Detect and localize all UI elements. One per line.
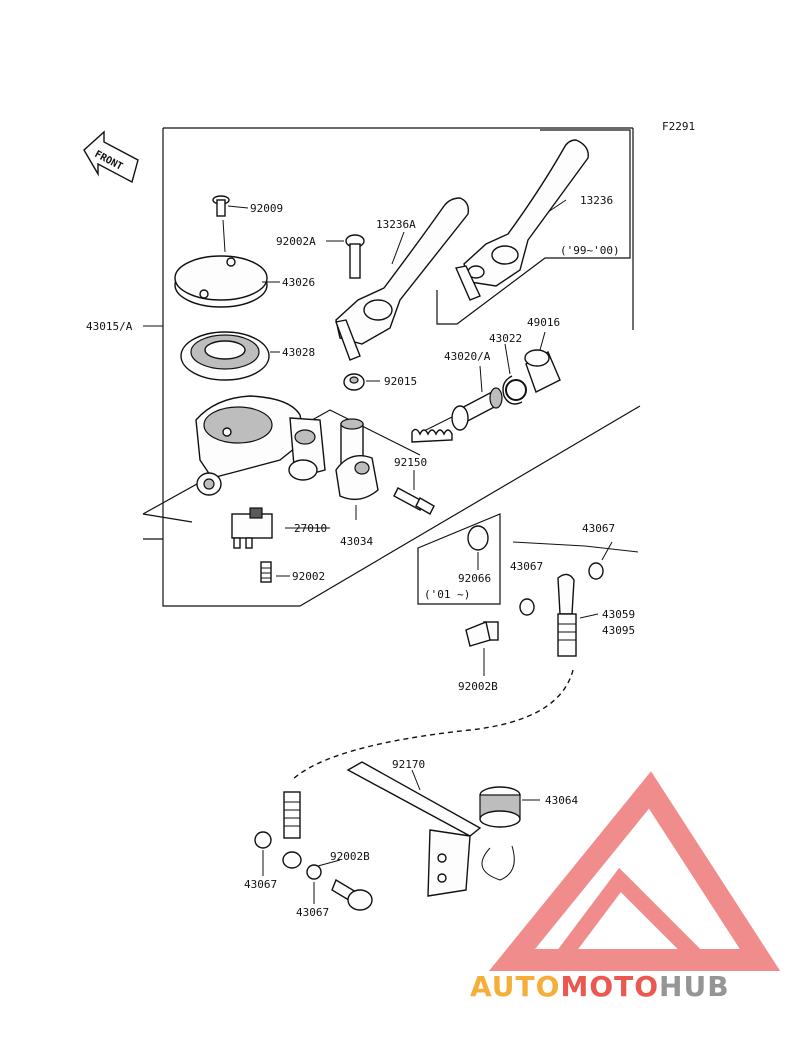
front-arrow: FRONT bbox=[83, 130, 139, 184]
piston-assembly bbox=[411, 387, 503, 443]
label-43028: 43028 bbox=[282, 346, 315, 359]
label-13236: 13236 bbox=[580, 194, 613, 207]
label-92002A: 92002A bbox=[276, 235, 316, 248]
brake-switch bbox=[231, 507, 273, 549]
master-cylinder-body bbox=[195, 395, 326, 496]
reservoir-subframe bbox=[417, 513, 501, 605]
brake-hose bbox=[291, 562, 604, 781]
circlip bbox=[502, 375, 527, 405]
label-43067-c: 43067 bbox=[244, 878, 277, 891]
figure-code: F2291 bbox=[662, 120, 695, 133]
lever-13236 bbox=[455, 139, 589, 301]
lower-fittings bbox=[254, 791, 373, 911]
label-92002B: 92002B bbox=[458, 680, 498, 693]
label-92009: 92009 bbox=[250, 202, 283, 215]
note-01: ('01 ~) bbox=[424, 588, 470, 601]
label-92015: 92015 bbox=[384, 375, 417, 388]
label-92170: 92170 bbox=[392, 758, 425, 771]
nut-92015 bbox=[343, 373, 365, 391]
grommet bbox=[479, 786, 521, 881]
lever-subframe bbox=[436, 129, 631, 325]
reservoir-cap bbox=[174, 255, 268, 308]
dust-boot bbox=[524, 349, 561, 393]
label-43034: 43034 bbox=[340, 535, 373, 548]
label-27010: 27010 bbox=[294, 522, 327, 535]
part-labels: 92009 92002A 13236A 13236 43026 43015/A … bbox=[86, 194, 635, 919]
pivot-bolt bbox=[393, 487, 435, 515]
screw-92002 bbox=[260, 561, 272, 583]
bolt-92009 bbox=[212, 195, 230, 217]
note-99-00: ('99~'00) bbox=[560, 244, 620, 257]
label-92150: 92150 bbox=[394, 456, 427, 469]
label-92002: 92002 bbox=[292, 570, 325, 583]
label-43067-b: 43067 bbox=[510, 560, 543, 573]
label-43059: 43059 bbox=[602, 608, 635, 621]
lever-13236A bbox=[335, 197, 470, 361]
cap-92066 bbox=[467, 525, 489, 551]
label-43064: 43064 bbox=[545, 794, 578, 807]
label-43026: 43026 bbox=[282, 276, 315, 289]
logo-auto: AUTO bbox=[470, 970, 560, 1003]
label-43015A: 43015/A bbox=[86, 320, 133, 333]
label-43067-d: 43067 bbox=[296, 906, 329, 919]
label-13236A: 13236A bbox=[376, 218, 416, 231]
screw-92002A bbox=[345, 234, 365, 279]
label-49016: 49016 bbox=[527, 316, 560, 329]
hose-bracket bbox=[346, 761, 482, 897]
logo-moto: MOTO bbox=[560, 970, 659, 1003]
watermark-logo: AUTOMOTOHUB bbox=[470, 771, 781, 1003]
logo-text: AUTOMOTOHUB bbox=[470, 970, 730, 1003]
label-92066: 92066 bbox=[458, 572, 491, 585]
diaphragm bbox=[180, 331, 270, 381]
clamp-holder bbox=[335, 418, 379, 501]
logo-hub: HUB bbox=[659, 970, 730, 1003]
label-92002B-b: 92002B bbox=[330, 850, 370, 863]
label-43067-a: 43067 bbox=[582, 522, 615, 535]
label-43022: 43022 bbox=[489, 332, 522, 345]
leader-lines bbox=[143, 199, 639, 904]
label-43095: 43095 bbox=[602, 624, 635, 637]
label-43020A: 43020/A bbox=[444, 350, 491, 363]
